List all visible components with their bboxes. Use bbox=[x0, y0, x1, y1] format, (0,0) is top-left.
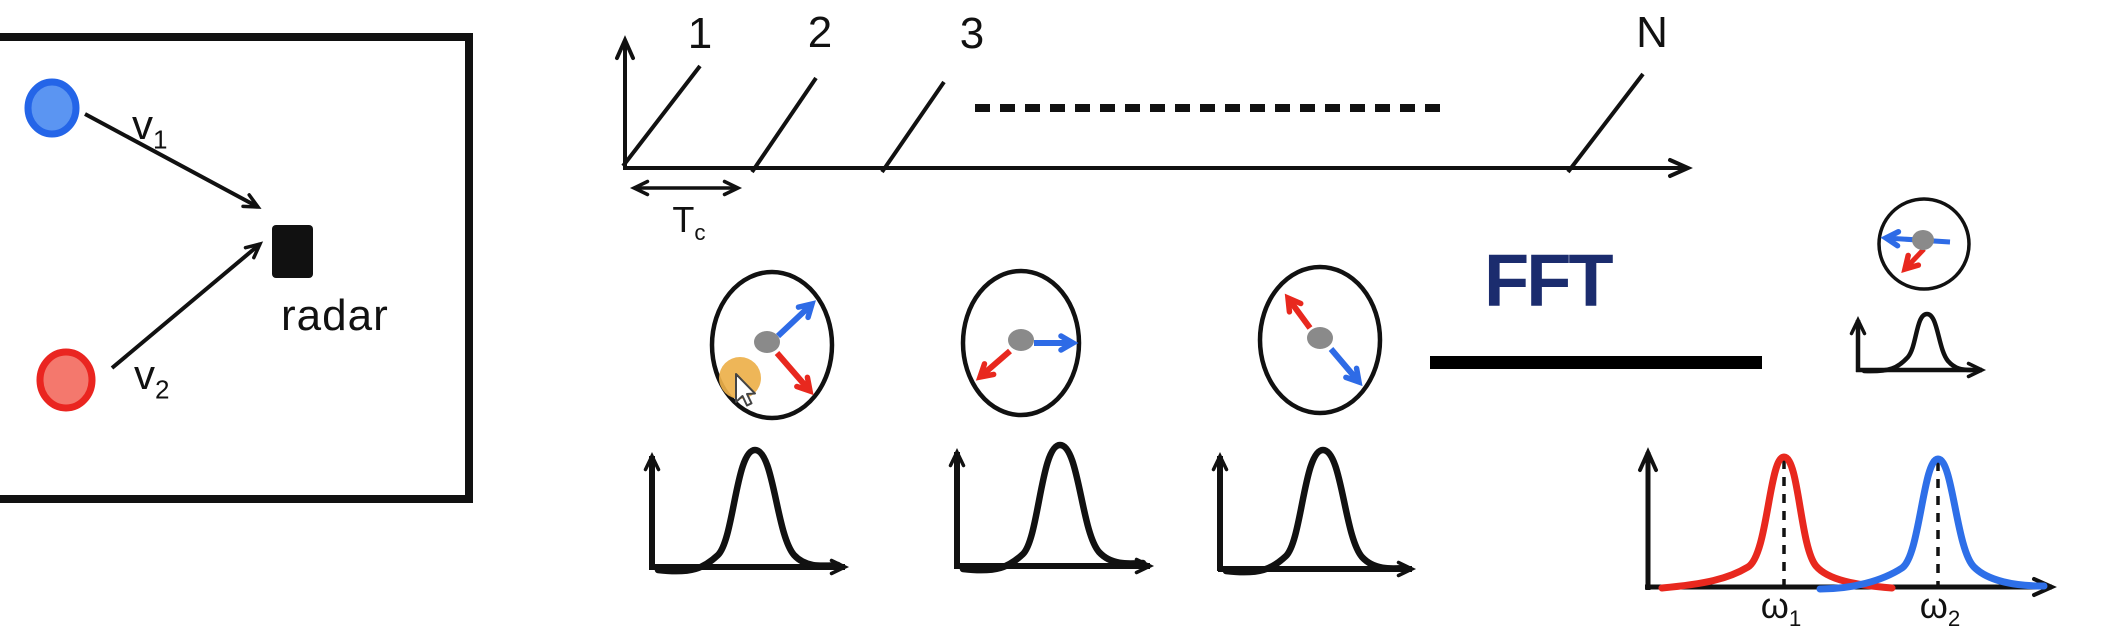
chirpN-ramp bbox=[1566, 72, 1645, 174]
phasor-origin-dot bbox=[1008, 329, 1034, 351]
mouse-pointer-icon bbox=[735, 373, 756, 407]
chirp3-ramp bbox=[880, 80, 946, 174]
omega2-label-sub: 2 bbox=[1947, 606, 1961, 632]
target2-red-dot bbox=[36, 348, 96, 412]
peak-curve bbox=[1861, 311, 1974, 374]
velocity1-arrow bbox=[84, 112, 262, 209]
range-spectrum-chirp3 bbox=[1211, 446, 1417, 578]
phasor-circle bbox=[960, 268, 1082, 418]
velocity2-label-base: v bbox=[134, 351, 155, 398]
red-phasor-arrow bbox=[1284, 293, 1313, 330]
phasor-circle bbox=[1877, 197, 1971, 291]
scene-panel bbox=[0, 33, 473, 503]
fft-transform-bar bbox=[1430, 356, 1762, 369]
chirp-period-label: Tc bbox=[672, 199, 705, 244]
red-phasor-arrow bbox=[1901, 247, 1926, 273]
red-phasor-arrow bbox=[774, 351, 814, 396]
omega1-label: ω1 bbox=[1760, 585, 1802, 630]
blue-phasor-arrow bbox=[1328, 347, 1363, 387]
peak-curve bbox=[959, 441, 1147, 574]
chirp2-ramp bbox=[750, 76, 818, 174]
velocity1-label: v1 bbox=[132, 101, 167, 153]
result-phasor bbox=[1877, 197, 1971, 291]
phasor-chirp3 bbox=[1257, 264, 1383, 416]
phasor-chirp2 bbox=[960, 268, 1082, 418]
chirpN-number: N bbox=[1636, 8, 1668, 57]
result-mini-spectrum bbox=[1849, 311, 1987, 379]
phasor-circle bbox=[1257, 264, 1383, 416]
chirp1-ramp bbox=[621, 64, 702, 168]
chirp1-number: 1 bbox=[687, 9, 713, 58]
radar-label: radar bbox=[281, 291, 389, 340]
velocity1-label-base: v bbox=[132, 101, 153, 148]
peak-curve bbox=[654, 446, 842, 575]
chirp2-number: 2 bbox=[807, 8, 833, 57]
chirp-time-axis bbox=[615, 35, 1693, 197]
chirp3-number: 3 bbox=[959, 9, 985, 58]
omega1-label-base: ω bbox=[1760, 585, 1789, 626]
radar-square bbox=[272, 225, 313, 278]
velocity2-label-sub: 2 bbox=[155, 374, 170, 405]
phasor-origin-dot bbox=[1912, 230, 1934, 250]
phasor-origin-dot bbox=[754, 331, 780, 353]
range-spectrum-chirp2 bbox=[948, 441, 1155, 575]
blue-doppler-peak bbox=[1816, 455, 2048, 593]
omega1-label-sub: 1 bbox=[1788, 606, 1802, 632]
fft-label: FFT bbox=[1484, 239, 1614, 322]
target1-blue-dot bbox=[24, 78, 80, 138]
doppler-spectrum bbox=[1638, 447, 2057, 597]
velocity2-label: v2 bbox=[134, 351, 169, 403]
peak-curve bbox=[1222, 446, 1410, 576]
phasor-chirp1 bbox=[709, 269, 835, 421]
red-phasor-arrow bbox=[975, 348, 1012, 381]
chirp-period-label-base: T bbox=[672, 199, 695, 240]
velocity2-arrow bbox=[110, 241, 264, 370]
omega2-label: ω2 bbox=[1919, 585, 1961, 630]
chirp-period-label-sub: c bbox=[694, 220, 706, 246]
omega2-label-base: ω bbox=[1919, 585, 1948, 626]
red-doppler-peak bbox=[1658, 453, 1896, 592]
phasor-origin-dot bbox=[1307, 327, 1333, 349]
phasor-circle bbox=[709, 269, 835, 421]
velocity1-label-sub: 1 bbox=[153, 124, 168, 155]
range-spectrum-chirp1 bbox=[643, 446, 850, 576]
blue-phasor-arrow bbox=[775, 300, 816, 339]
